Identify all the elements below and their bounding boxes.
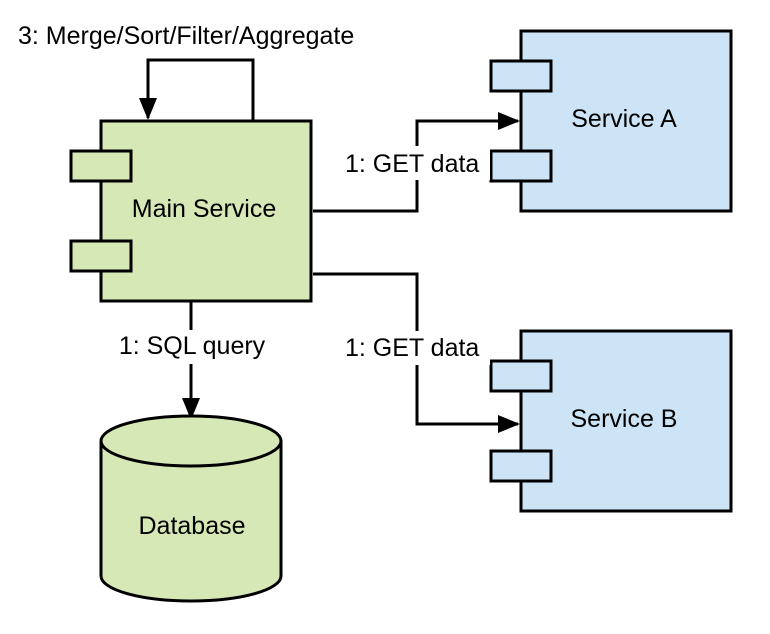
main-service-label: Main Service <box>132 195 277 223</box>
service-a-port-bottom <box>489 149 553 183</box>
main-service-port-bottom <box>69 239 133 273</box>
service-a-label: Service A <box>571 105 677 133</box>
sql-query-label: 1: SQL query <box>119 332 266 360</box>
service-b-port-top <box>489 359 553 393</box>
main-service-component[interactable]: Main Service <box>69 119 313 303</box>
service-b-port-bottom <box>489 449 553 483</box>
service-a-component[interactable]: Service A <box>489 29 733 213</box>
service-b-component[interactable]: Service B <box>489 329 733 513</box>
self-loop-label: 3: Merge/Sort/Filter/Aggregate <box>18 22 354 50</box>
self-loop-arrow <box>139 58 255 120</box>
database-top-ellipse <box>99 440 283 468</box>
service-b-label: Service B <box>571 405 678 433</box>
get-data-b-label: 1: GET data <box>345 334 479 362</box>
database-label: Database <box>138 512 245 540</box>
get-data-a-label: 1: GET data <box>345 150 479 178</box>
service-a-port-top <box>489 59 553 93</box>
main-service-port-top <box>69 149 133 183</box>
database-cylinder[interactable]: Database <box>99 414 283 603</box>
